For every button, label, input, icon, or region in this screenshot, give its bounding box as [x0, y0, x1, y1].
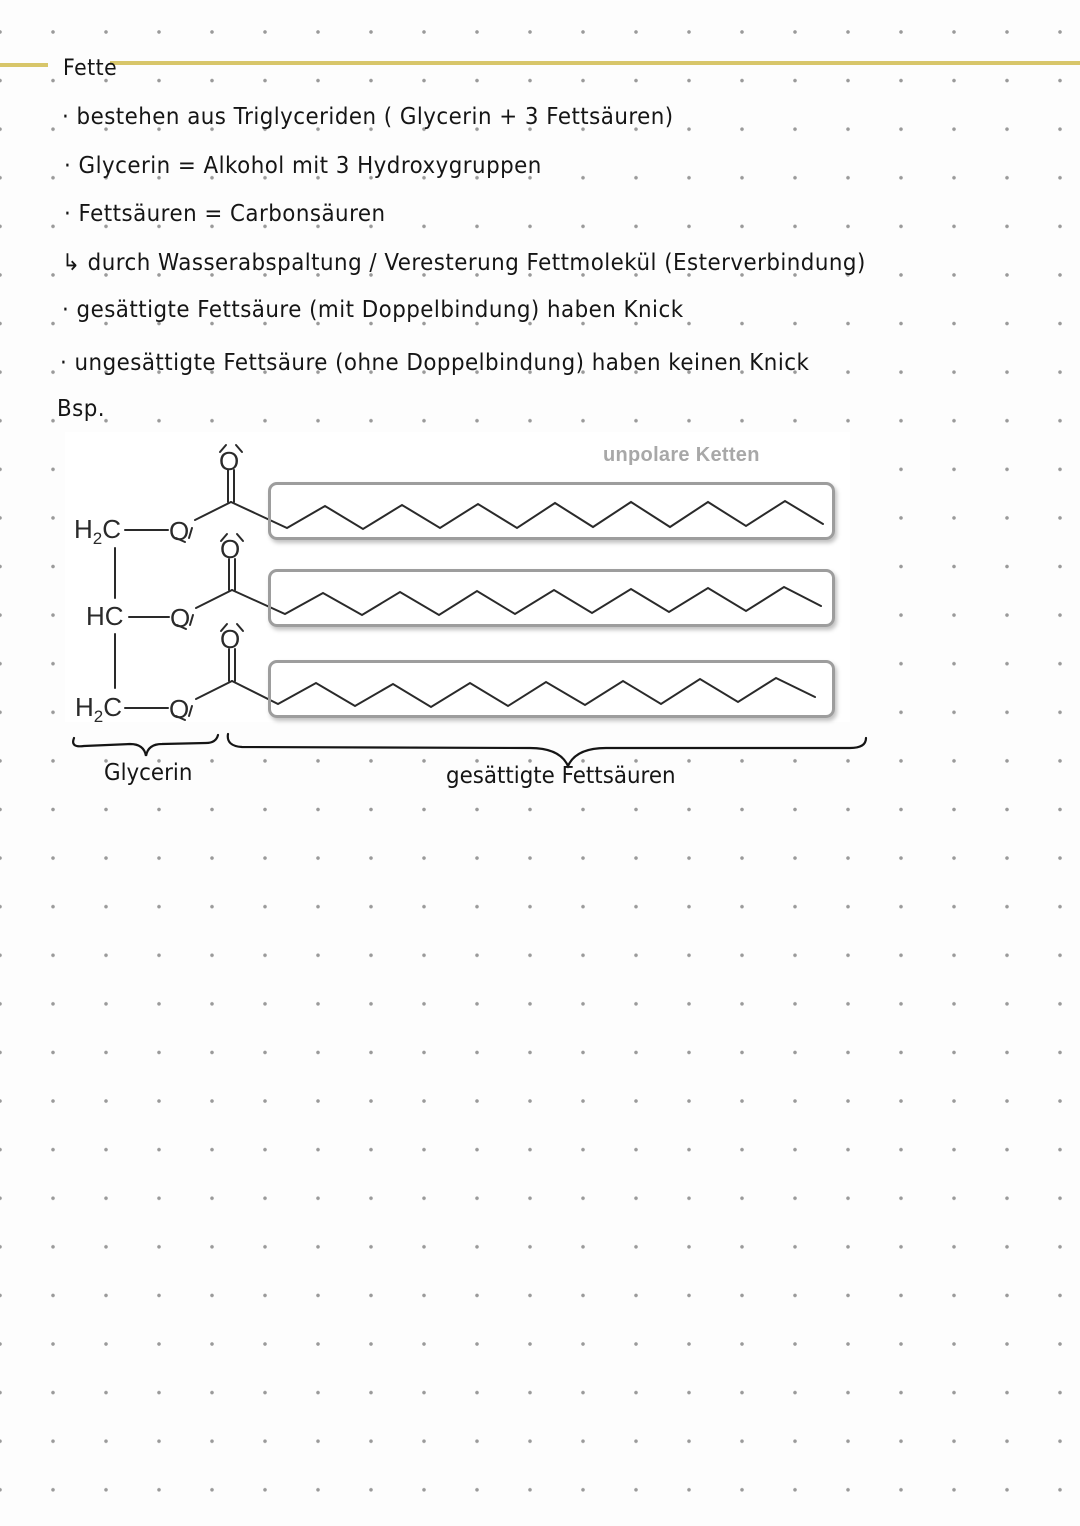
note-line-ungesaettigt: · ungesättigte Fettsäure (ohne Doppelbin… [60, 350, 810, 376]
carbonyl-oxygen-3: O [220, 624, 240, 654]
header-rule-right [110, 61, 1080, 65]
ester-oxygen-1: O [169, 516, 189, 546]
ester-oxygen-3: O [169, 694, 189, 722]
glycerin-label: Glycerin [104, 760, 193, 786]
header-rule-left [0, 63, 48, 67]
note-line-gesaettigt: · gesättigte Fettsäure (mit Doppelbindun… [62, 297, 684, 323]
fatty-acid-chain-box-1 [268, 482, 835, 540]
triglyceride-structure-icon: O O O O O O [114, 444, 824, 722]
carbonyl-oxygen-1: O [219, 446, 239, 476]
fatty-acid-chain-box-3 [268, 660, 835, 718]
glycerol-carbon-3: H2C [75, 692, 123, 727]
triglyceride-diagram: O O O O O O H2C HC H2C unpolare Ketten [65, 432, 850, 726]
note-line-glycerin: · Glycerin = Alkohol mit 3 Hydroxygruppe… [64, 153, 542, 179]
ester-oxygen-2: O [170, 603, 190, 633]
chain-label: unpolare Ketten [603, 444, 760, 466]
fatty-acid-chain-box-2 [268, 569, 835, 627]
fettsaeuren-label: gesättigte Fettsäuren [446, 763, 676, 789]
glycerol-carbon-2: HC [86, 601, 124, 631]
glycerol-carbon-1: H2C [74, 514, 122, 549]
carbonyl-oxygen-2: O [220, 534, 240, 564]
curly-braces-icon [72, 732, 868, 769]
note-title: Fette [63, 56, 118, 81]
note-line-triglycerides: · bestehen aus Triglyceriden ( Glycerin … [62, 104, 674, 130]
note-line-fettsaeuren: · Fettsäuren = Carbonsäuren [64, 201, 386, 227]
note-line-example: Bsp. [57, 396, 106, 422]
note-line-veresterung: ↳ durch Wasserabspaltung / Veresterung F… [62, 250, 866, 276]
